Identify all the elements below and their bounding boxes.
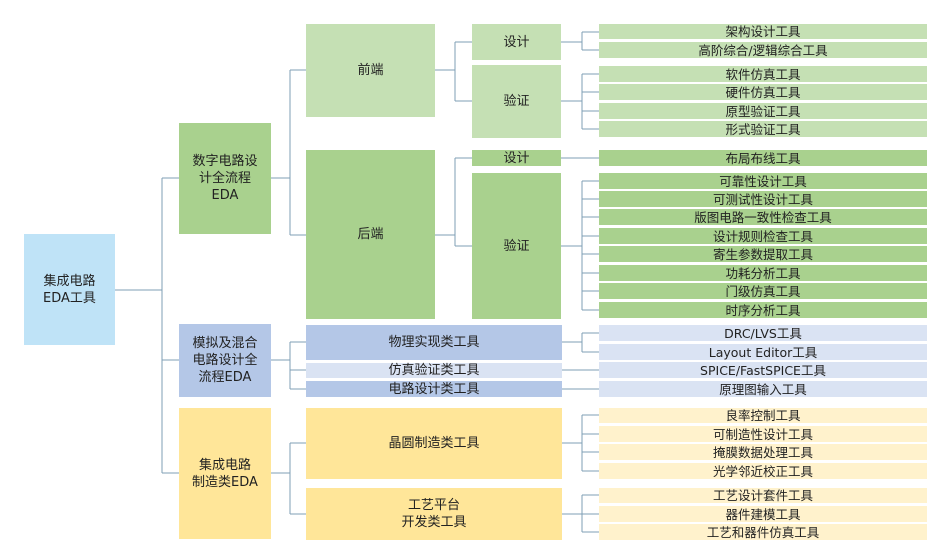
leaf-wafer-0: 良率控制工具 [599,408,927,423]
circuit-design-tools-node: 电路设计类工具 [306,381,562,397]
leaf-process-1: 器件建模工具 [599,506,927,522]
leaf-be-verify-1: 可测试性设计工具 [599,191,927,207]
leaf-be-verify-5: 功耗分析工具 [599,265,927,281]
leaf-be-verify-3: 设计规则检查工具 [599,228,927,244]
leaf-fe-design-1: 高阶综合/逻辑综合工具 [599,42,927,58]
leaf-simverify-0: SPICE/FastSPICE工具 [599,362,927,378]
leaf-fe-verify-1: 硬件仿真工具 [599,84,927,100]
leaf-circuitdesign-0: 原理图输入工具 [599,381,927,397]
leaf-be-verify-7: 时序分析工具 [599,302,927,318]
backend-verify-node: 验证 [472,173,561,319]
physical-impl-tools-node: 物理实现类工具 [306,325,562,360]
leaf-fe-verify-2: 原型验证工具 [599,103,927,119]
leaf-process-2: 工艺和器件仿真工具 [599,524,927,540]
leaf-wafer-3: 光学邻近校正工具 [599,463,927,479]
leaf-fe-verify-0: 软件仿真工具 [599,66,927,82]
leaf-be-verify-0: 可靠性设计工具 [599,173,927,189]
manufacturing-eda-node: 集成电路 制造类EDA [179,408,271,539]
leaf-be-verify-4: 寄生参数提取工具 [599,246,927,262]
frontend-verify-node: 验证 [472,65,561,138]
wafer-mfg-tools-node: 晶圆制造类工具 [306,408,562,479]
leaf-fe-verify-3: 形式验证工具 [599,121,927,137]
leaf-physical-1: Layout Editor工具 [599,344,927,360]
sim-verify-tools-node: 仿真验证类工具 [306,363,562,378]
leaf-fe-design-0: 架构设计工具 [599,24,927,39]
root-node: 集成电路 EDA工具 [24,234,115,345]
leaf-wafer-1: 可制造性设计工具 [599,426,927,442]
leaf-wafer-2: 掩膜数据处理工具 [599,444,927,460]
leaf-process-0: 工艺设计套件工具 [599,488,927,503]
process-platform-tools-node: 工艺平台 开发类工具 [306,488,562,540]
backend-design-node: 设计 [472,150,561,166]
analog-mixed-flow-node: 模拟及混合 电路设计全 流程EDA [179,324,271,397]
digital-flow-node: 数字电路设 计全流程 EDA [179,123,271,234]
frontend-design-node: 设计 [472,24,561,60]
frontend-node: 前端 [306,24,435,117]
leaf-be-design-0: 布局布线工具 [599,150,927,166]
leaf-physical-0: DRC/LVS工具 [599,325,927,341]
leaf-be-verify-2: 版图电路一致性检查工具 [599,209,927,225]
backend-node: 后端 [306,150,435,319]
leaf-be-verify-6: 门级仿真工具 [599,283,927,299]
